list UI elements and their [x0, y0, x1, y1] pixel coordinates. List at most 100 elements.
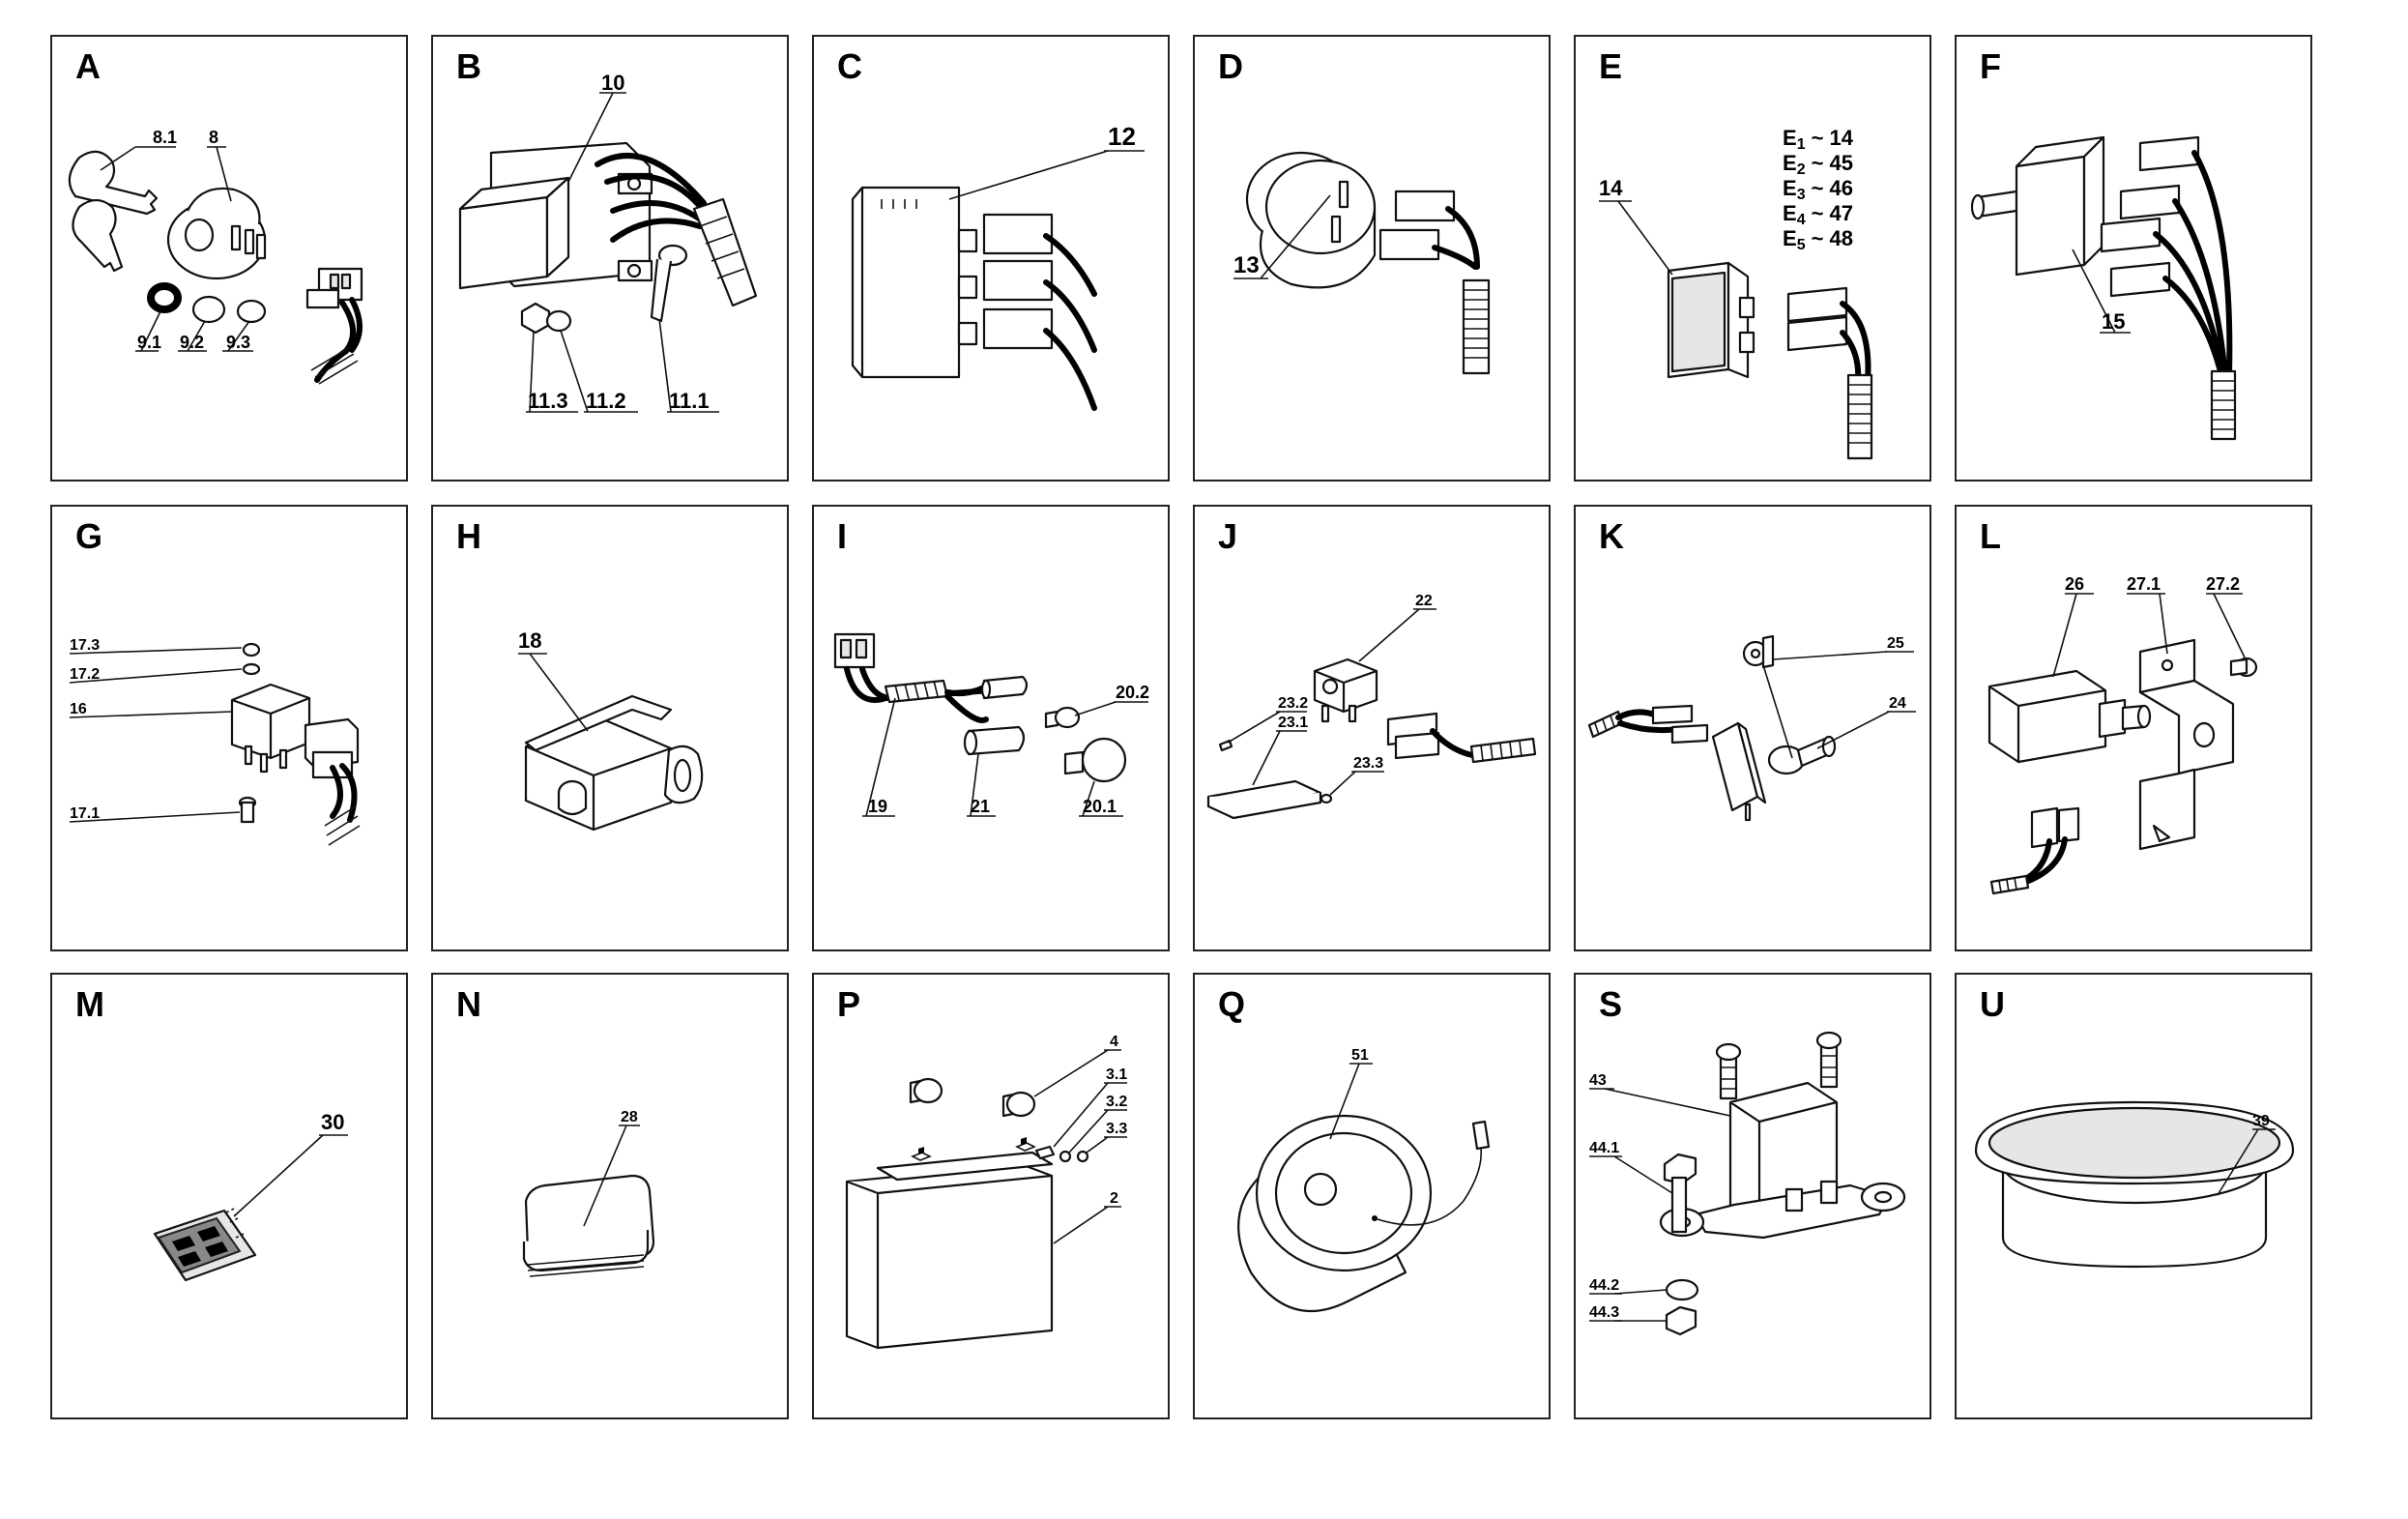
callout-15: 15	[2102, 309, 2125, 334]
callout-8-1: 8.1	[153, 128, 177, 147]
callout-43: 43	[1589, 1072, 1607, 1089]
panel-l: L 26 27.1 27.2	[1955, 505, 2312, 951]
panel-s: S 43 44.1 44.2 44.3	[1574, 973, 1931, 1419]
fuse-holder-drawing: 30	[153, 1110, 348, 1282]
callout-44-1: 44.1	[1589, 1140, 1619, 1156]
svg-text:E2~ 45: E2~ 45	[1783, 151, 1853, 178]
equivalent-row: E1~ 14	[1783, 126, 1854, 153]
panel-d: D 13	[1193, 35, 1551, 482]
panel-letter: P	[837, 984, 861, 1024]
panel-letter: U	[1980, 984, 2005, 1024]
callout-22: 22	[1415, 593, 1433, 609]
plunger-switch-drawing: 26 27.1 27.2	[1987, 574, 2258, 895]
plunger-switch-part-26	[1987, 669, 2152, 764]
callout-17-1: 17.1	[70, 805, 100, 822]
callout-18: 18	[518, 628, 541, 653]
capacitor-module-drawing: 13	[1233, 151, 1491, 375]
callout-21: 21	[971, 797, 990, 816]
callout-3-2: 3.2	[1106, 1094, 1127, 1110]
panel-f: F 15	[1955, 35, 2312, 482]
seat-switch-drawing: 18	[518, 628, 704, 832]
panel-g: G 17.3 17.2 16 17.1	[50, 505, 408, 951]
nut-part-3-3	[1076, 1150, 1089, 1163]
panel-a: A 8.1 8 9.1 9.2 9.3	[50, 35, 408, 482]
panel-letter: C	[837, 46, 862, 86]
washer-part-9-2	[191, 295, 226, 324]
callout-12: 12	[1108, 122, 1136, 151]
fuse-holder-part-30	[153, 1208, 257, 1282]
callout-3-1: 3.1	[1106, 1066, 1127, 1083]
callout-27-1: 27.1	[2127, 574, 2161, 594]
wire-harness-part-19	[844, 666, 995, 723]
cap-part-39	[1974, 1100, 2295, 1269]
equivalents-table: E1~ 14 E2~ 45 E3~ 46 E4~ 47 E5~ 48	[1783, 126, 1854, 253]
battery-drawing: 4 3.1 3.2 3.3 2	[845, 1034, 1127, 1350]
wire-harness	[595, 153, 758, 307]
nut-part-44-3	[1665, 1305, 1697, 1336]
callout-8: 8	[209, 128, 218, 147]
panel-letter: G	[75, 516, 103, 556]
panel-letter: F	[1980, 46, 2001, 86]
toggle-switch-drawing: 15	[1970, 135, 2237, 441]
svg-text:E5~ 48: E5~ 48	[1783, 226, 1853, 253]
rocker-switch-drawing: E1~ 14 E2~ 45 E3~ 46 E4~ 47 E5~ 48	[1599, 126, 1873, 460]
panel-letter: D	[1218, 46, 1243, 86]
panel-b: B 10 11.3 11.2 11.1	[431, 35, 789, 482]
panel-letter: S	[1599, 984, 1623, 1024]
callout-2: 2	[1110, 1190, 1118, 1207]
bulb-part-20-2	[1044, 706, 1081, 729]
callout-27-2: 27.2	[2206, 574, 2240, 594]
nut-part-17-3	[242, 642, 261, 657]
panel-n: N 28	[431, 973, 789, 1419]
clip-part-23-3	[1320, 793, 1333, 804]
callout-24: 24	[1889, 695, 1906, 712]
panel-q: Q 51	[1193, 973, 1551, 1419]
fuse-cover-drawing: 28	[522, 1109, 655, 1277]
battery-part-2	[845, 1137, 1054, 1350]
panel-i: I 20.2 19 21 20.1	[812, 505, 1170, 951]
panel-letter: J	[1218, 516, 1238, 556]
equivalent-row: E2~ 45	[1783, 151, 1853, 178]
bolt-part-11-1	[650, 244, 688, 323]
equivalent-row: E4~ 47	[1783, 201, 1853, 228]
connectors-with-wires	[2100, 135, 2237, 441]
rocker-switch-part-14	[1667, 261, 1755, 379]
connector-plug	[833, 632, 876, 669]
panel-letter: L	[1980, 516, 2001, 556]
bolt-part-3-1	[1034, 1145, 1056, 1160]
connectors-with-wires	[1378, 190, 1491, 375]
nut-part-11-3	[520, 302, 551, 335]
callout-20-1: 20.1	[1083, 797, 1117, 816]
nut-part-3-2	[1059, 1150, 1072, 1163]
lamp-harness-drawing: 20.2 19 21 20.1	[833, 632, 1149, 817]
callout-30: 30	[321, 1110, 344, 1134]
panel-letter: M	[75, 984, 104, 1024]
panel-letter: I	[837, 516, 848, 556]
panel-j: J 22 23.2 23.1 23.3	[1193, 505, 1551, 951]
rectifier-body-part-12	[851, 186, 978, 379]
callout-16: 16	[70, 701, 87, 717]
callout-20-2: 20.2	[1116, 683, 1149, 702]
washer-part-11-2	[545, 309, 572, 333]
lamp-socket-part-21	[963, 675, 1029, 756]
equivalent-row: E3~ 46	[1783, 176, 1853, 203]
ignition-switch-drawing: 8.1 8 9.1 9.2 9.3	[68, 128, 363, 385]
washer-part-9-3	[236, 299, 267, 324]
callout-44-2: 44.2	[1589, 1277, 1619, 1294]
connector-plug	[305, 267, 363, 385]
panel-letter: E	[1599, 46, 1623, 86]
connector-with-wire	[1587, 704, 1709, 745]
bolt-part-17-1	[238, 796, 257, 824]
svg-text:E4~ 47: E4~ 47	[1783, 201, 1853, 228]
panel-letter: N	[456, 984, 481, 1024]
callout-11-3: 11.3	[528, 389, 568, 413]
panel-c: C 12	[812, 35, 1170, 482]
rectifier-drawing: 12	[851, 122, 1145, 411]
connector-with-wire	[1386, 712, 1537, 764]
callout-14: 14	[1599, 176, 1623, 200]
starter-solenoid-drawing: 43 44.1 44.2 44.3	[1589, 1031, 1906, 1336]
connectors-with-wires	[982, 213, 1097, 411]
panel-h: H 18	[431, 505, 789, 951]
callout-3-3: 3.3	[1106, 1121, 1127, 1137]
callout-9-1: 9.1	[137, 333, 161, 352]
